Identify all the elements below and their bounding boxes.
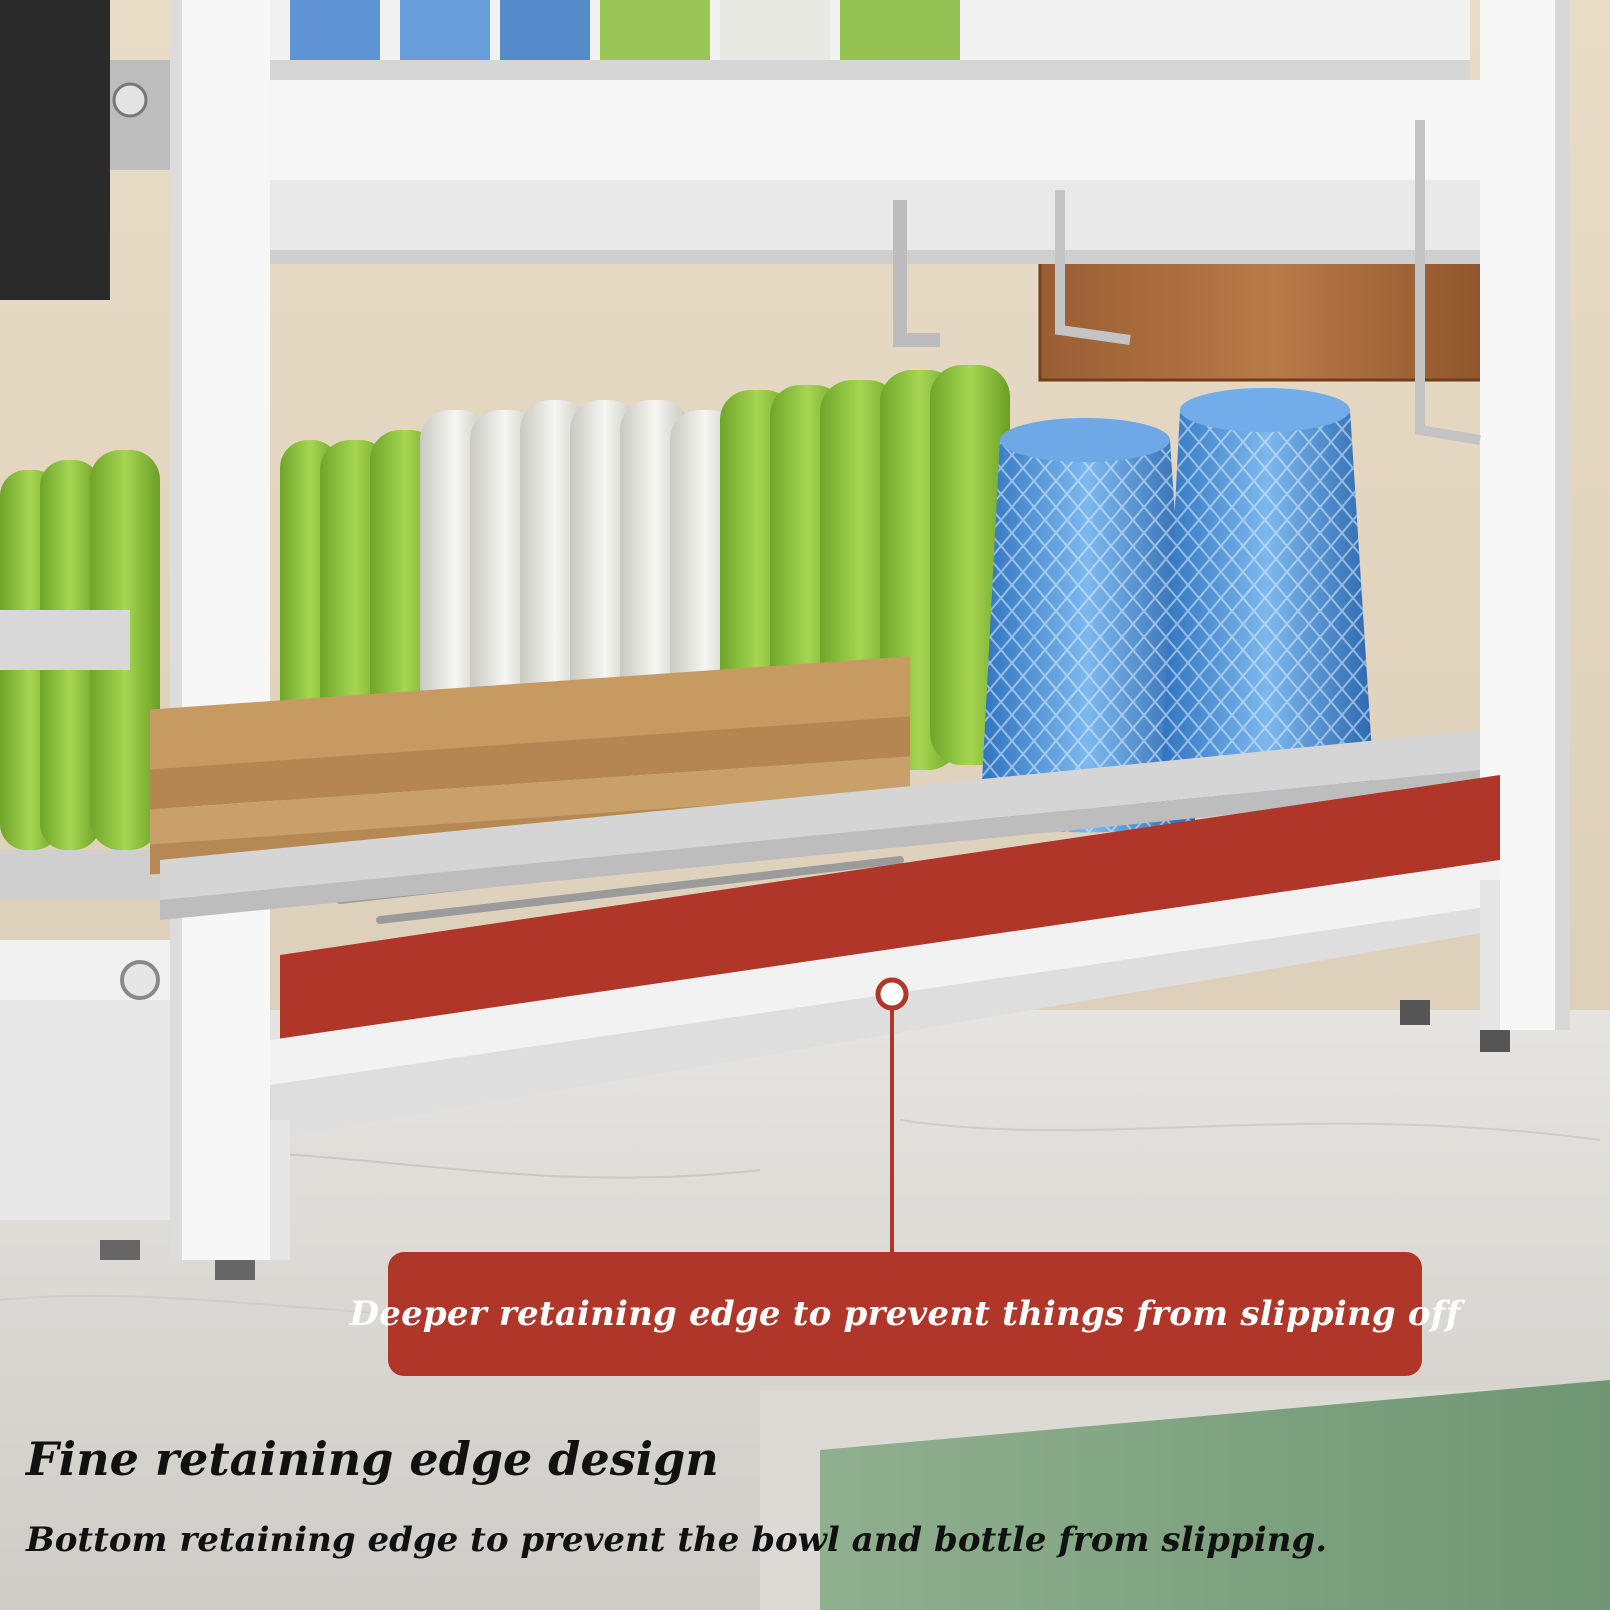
callout-text: Deeper retaining edge to prevent things … bbox=[349, 1294, 1461, 1334]
caption-subline: Bottom retaining edge to prevent the bow… bbox=[26, 1520, 1328, 1560]
caption-headline: Fine retaining edge design bbox=[26, 1432, 719, 1486]
callout-badge: Deeper retaining edge to prevent things … bbox=[350, 1252, 1460, 1376]
